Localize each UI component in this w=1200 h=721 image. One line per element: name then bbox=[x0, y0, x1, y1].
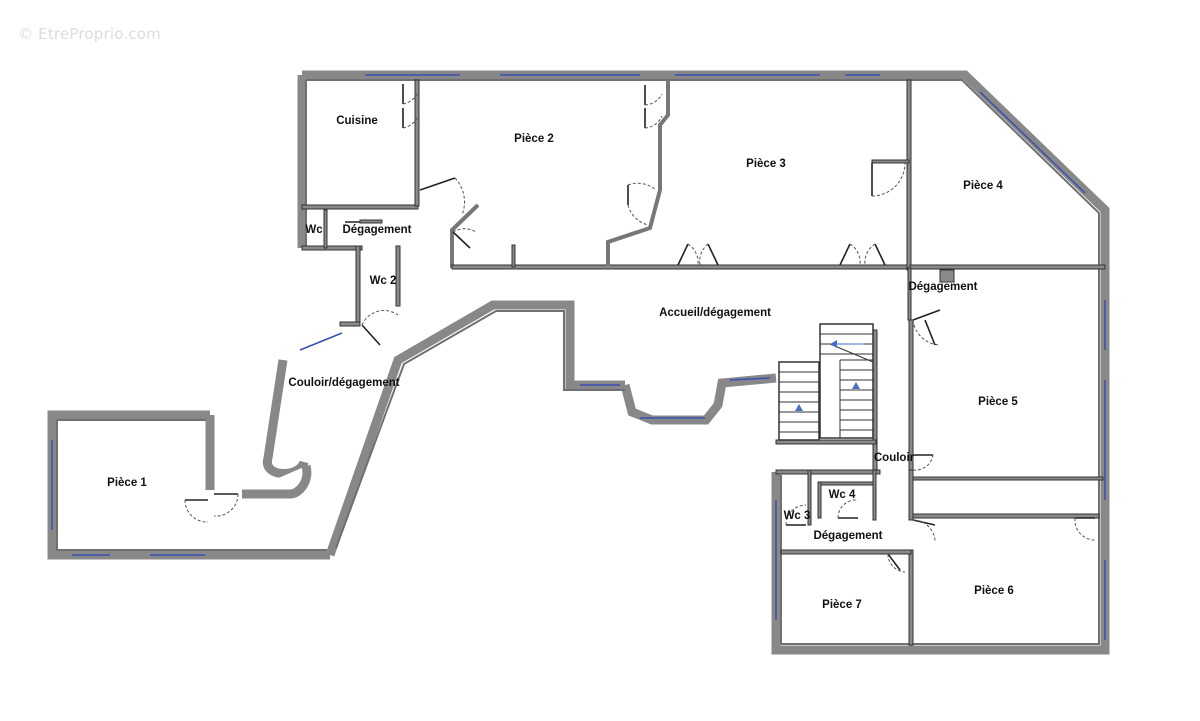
label-piece-3: Pièce 3 bbox=[746, 158, 786, 170]
label-wc-3: Wc 3 bbox=[784, 510, 811, 522]
label-couloir: Couloir bbox=[874, 452, 915, 464]
label-degagement-3: Dégagement bbox=[813, 530, 882, 542]
couloir-west-wall bbox=[263, 359, 309, 478]
couloir-east-wall bbox=[325, 300, 625, 557]
label-degagement-2: Dégagement bbox=[908, 281, 977, 293]
connector-wall bbox=[242, 464, 312, 499]
label-cuisine: Cuisine bbox=[336, 115, 378, 127]
watermark: © EtreProprio.com bbox=[18, 25, 161, 43]
room-labels: Cuisine Pièce 2 Pièce 3 Pièce 4 Wc Dégag… bbox=[107, 115, 1018, 611]
label-wc-4: Wc 4 bbox=[829, 489, 856, 501]
interior-walls bbox=[301, 79, 1106, 646]
label-piece-2: Pièce 2 bbox=[514, 133, 554, 145]
label-wc-2: Wc 2 bbox=[370, 275, 397, 287]
label-accueil-degagement: Accueil/dégagement bbox=[659, 307, 771, 319]
windows bbox=[51, 74, 1106, 640]
doors bbox=[184, 84, 1096, 573]
stair-arrow-up-2 bbox=[852, 382, 860, 389]
stair-treads bbox=[779, 333, 874, 438]
wall-inner-lines bbox=[56, 79, 1100, 645]
label-degagement-1: Dégagement bbox=[342, 224, 411, 236]
label-piece-1: Pièce 1 bbox=[107, 477, 147, 489]
label-wc: Wc bbox=[305, 224, 323, 236]
label-piece-7: Pièce 7 bbox=[822, 599, 862, 611]
bay-wall bbox=[620, 373, 777, 425]
label-piece-6: Pièce 6 bbox=[974, 585, 1014, 597]
label-piece-5: Pièce 5 bbox=[978, 396, 1018, 408]
stair-arrow-up-1 bbox=[795, 404, 803, 411]
label-couloir-degagement: Couloir/dégagement bbox=[288, 377, 399, 389]
stair-arrow-left bbox=[830, 340, 837, 348]
outer-wall-north bbox=[302, 70, 1110, 268]
staircase bbox=[778, 323, 874, 441]
outer-walls bbox=[47, 70, 1110, 655]
label-piece-4: Pièce 4 bbox=[963, 180, 1003, 192]
